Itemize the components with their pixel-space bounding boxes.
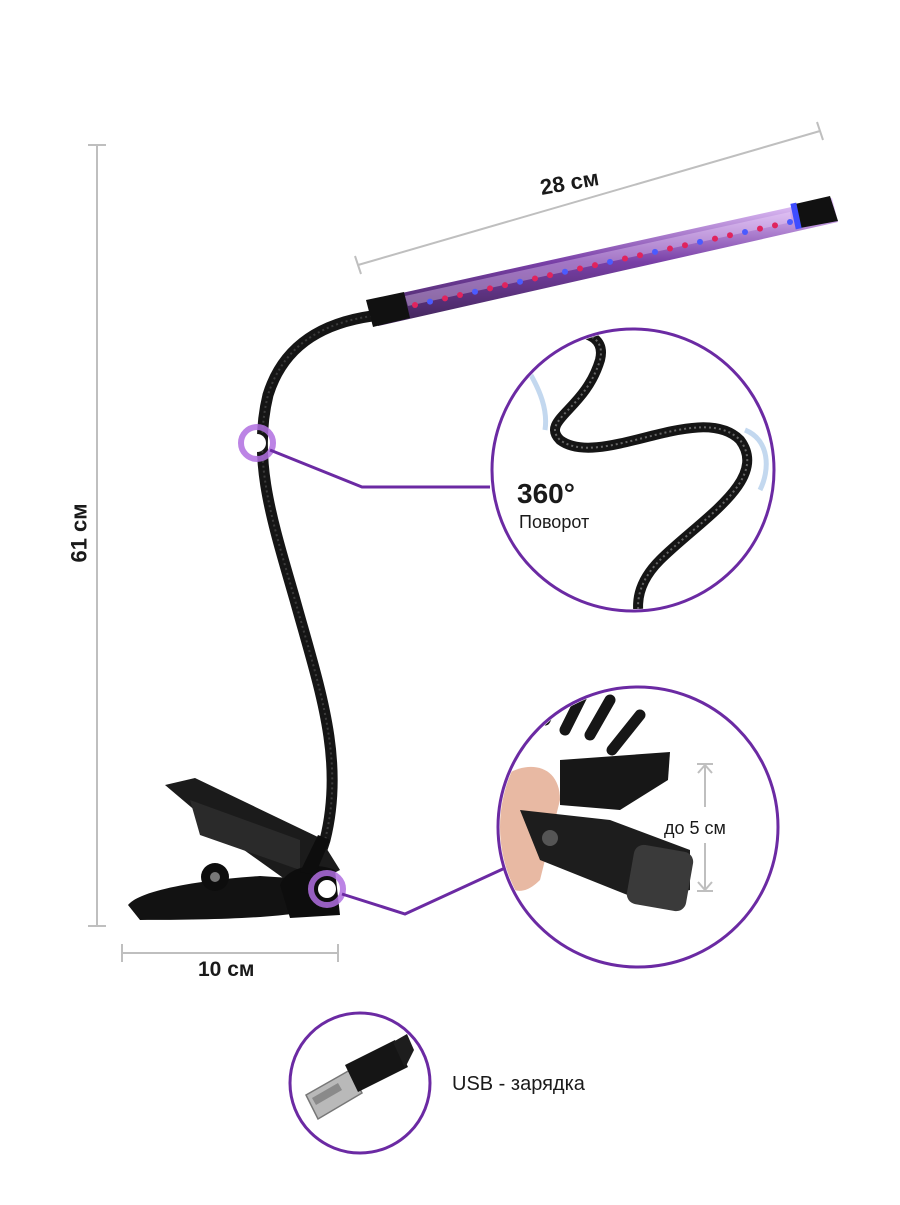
led-dot xyxy=(637,252,643,259)
led-dot xyxy=(772,222,778,229)
clamp-zoom-circle xyxy=(496,685,780,969)
led-dot xyxy=(697,238,703,245)
led-dot xyxy=(592,262,598,269)
clip-range-arrow xyxy=(697,763,713,892)
width-label: 10 см xyxy=(198,958,255,981)
led-dot xyxy=(412,302,418,308)
led-dot xyxy=(757,225,763,232)
led-dot xyxy=(502,282,508,289)
led-dot xyxy=(577,265,583,272)
led-dots xyxy=(412,219,793,308)
clamp-leader-line xyxy=(341,866,506,916)
height-dimension-line xyxy=(88,144,106,927)
led-dot xyxy=(562,268,568,275)
led-dot xyxy=(667,245,673,252)
led-dot xyxy=(652,248,658,255)
led-dot xyxy=(607,258,613,265)
led-dot xyxy=(547,272,553,279)
gooseneck-arm xyxy=(256,310,378,891)
led-dot xyxy=(712,235,718,242)
rotation-zoom-circle xyxy=(490,327,776,613)
led-dot xyxy=(442,295,448,302)
led-bar xyxy=(370,198,838,326)
led-dot xyxy=(787,219,793,225)
bar-end-cap xyxy=(790,196,838,230)
led-dot xyxy=(487,285,493,292)
clamp xyxy=(128,778,340,920)
bar-base-cap xyxy=(366,292,410,327)
rotation-text-label: Поворот xyxy=(519,512,590,532)
usb-circle xyxy=(288,1011,432,1155)
gooseneck-highlight-ring xyxy=(238,424,276,462)
usb-label: USB - зарядка xyxy=(452,1073,585,1095)
usb-plug-icon xyxy=(305,1034,414,1121)
led-dot xyxy=(457,292,463,299)
rotation-leader-line xyxy=(269,448,490,489)
led-dot xyxy=(427,298,433,305)
clip-range-label: до 5 см xyxy=(664,818,726,838)
height-label: 61 см xyxy=(66,503,92,563)
length-dimension-line xyxy=(354,121,824,275)
led-dot xyxy=(472,288,478,295)
led-dot xyxy=(682,242,688,249)
led-dot xyxy=(727,232,733,239)
clamp-highlight-ring xyxy=(308,870,346,908)
rotation-degrees-label: 360° xyxy=(517,478,575,509)
led-dot xyxy=(742,228,748,235)
led-dot xyxy=(622,255,628,262)
led-dot xyxy=(532,275,538,282)
led-dot xyxy=(517,278,523,285)
width-dimension-line xyxy=(121,944,339,962)
